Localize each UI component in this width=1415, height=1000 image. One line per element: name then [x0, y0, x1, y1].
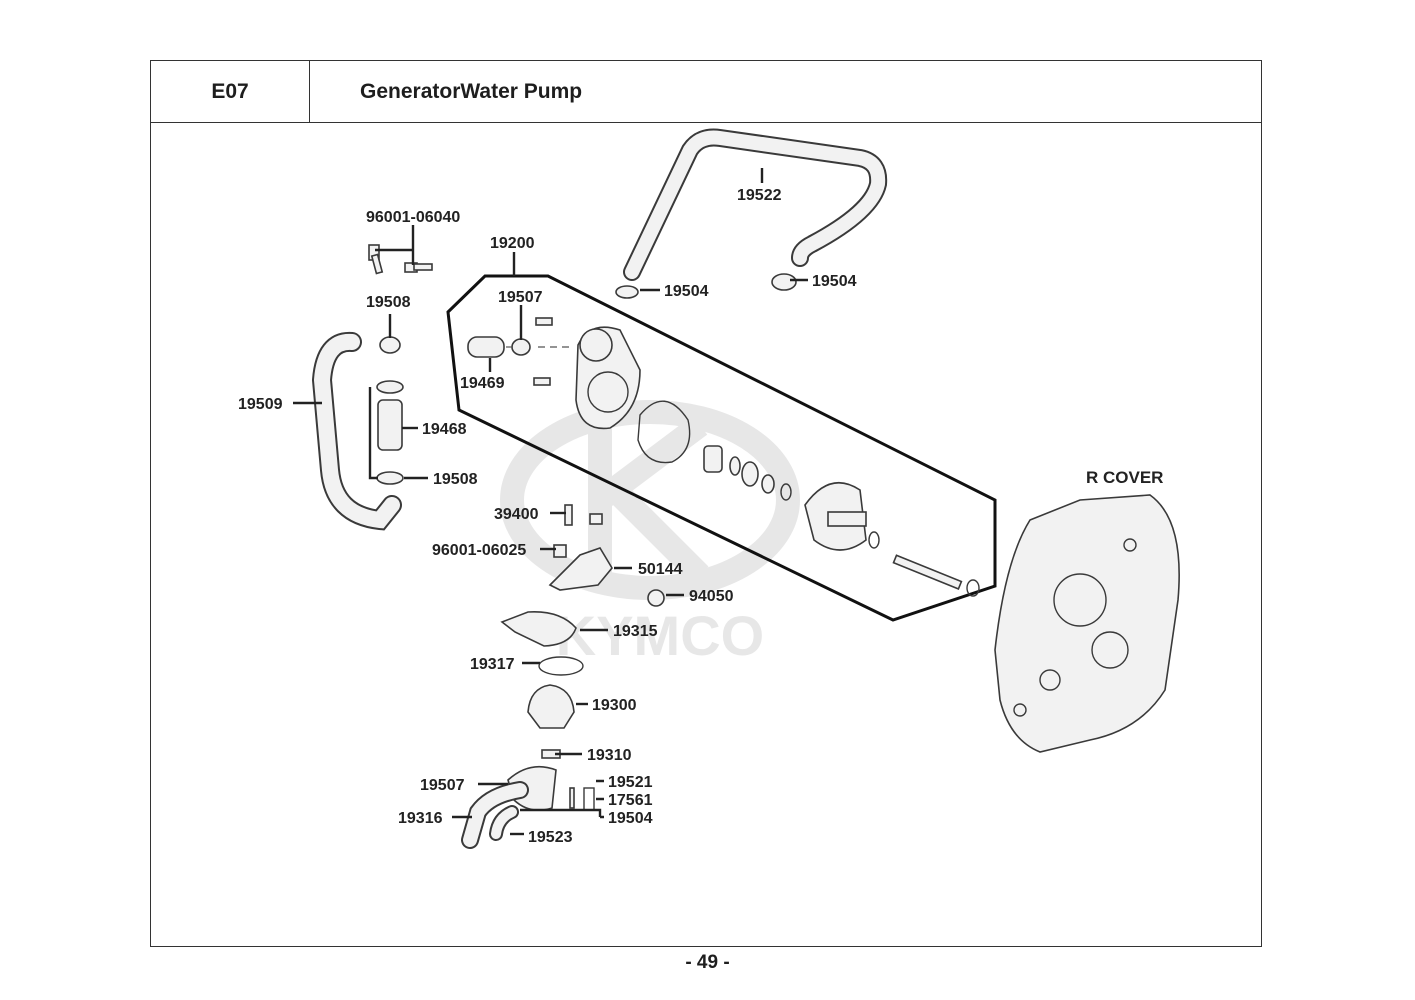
label-17561: 17561 — [608, 792, 653, 809]
label-19504-b: 19504 — [812, 273, 857, 290]
clamp-19504-a — [615, 285, 639, 299]
header-row: E07 GeneratorWater Pump — [151, 61, 1261, 123]
label-19468: 19468 — [422, 421, 467, 438]
label-19317: 19317 — [470, 656, 515, 673]
label-19300: 19300 — [592, 697, 637, 714]
label-19522: 19522 — [737, 187, 782, 204]
label-19310: 19310 — [587, 747, 632, 764]
nut-94050 — [647, 589, 665, 607]
label-96001-06025: 96001-06025 — [432, 542, 526, 559]
pump-cover — [533, 317, 641, 430]
watermark-text: KYMCO — [556, 604, 764, 667]
pipe-19468 — [377, 399, 403, 451]
label-19508-b: 19508 — [433, 471, 478, 488]
label-19509: 19509 — [238, 396, 283, 413]
clamp-19508-mid — [376, 380, 404, 394]
leader-lines — [293, 168, 808, 836]
bolts-96001-06040 — [368, 244, 433, 275]
r-cover-label: R COVER — [1086, 468, 1163, 487]
r-cover-part — [994, 494, 1180, 753]
diagram-frame: E07 GeneratorWater Pump — [150, 60, 1262, 947]
label-19504-c: 19504 — [608, 810, 653, 827]
label-19200: 19200 — [490, 235, 535, 252]
label-39400: 39400 — [494, 506, 539, 523]
clamp-19508-upper — [379, 336, 401, 354]
label-94050: 94050 — [689, 588, 734, 605]
clamp-19507-a — [511, 338, 531, 356]
label-19316: 19316 — [398, 810, 443, 827]
bracket-50144 — [548, 504, 613, 591]
clamp-19504-b — [771, 273, 797, 291]
water-pump-assembly-outline — [446, 274, 997, 622]
impeller-shaft-group — [703, 445, 980, 597]
thermostat-group — [461, 611, 595, 849]
section-code: E07 — [151, 61, 310, 122]
pipe-19469 — [467, 336, 505, 358]
page-title: GeneratorWater Pump — [360, 79, 583, 103]
label-19521: 19521 — [608, 774, 653, 791]
label-96001-06040: 96001-06040 — [366, 209, 460, 226]
label-19523: 19523 — [528, 829, 573, 846]
pump-gasket — [637, 400, 691, 464]
label-19507-a: 19507 — [498, 289, 543, 306]
clamp-19508-lower — [376, 471, 404, 485]
label-19504-a: 19504 — [664, 283, 709, 300]
label-19507-b: 19507 — [420, 777, 465, 794]
label-19508-a: 19508 — [366, 294, 411, 311]
page-number: - 49 - — [685, 952, 730, 973]
label-19469: 19469 — [460, 375, 505, 392]
label-50144: 50144 — [638, 561, 683, 578]
label-19315: 19315 — [613, 623, 658, 640]
